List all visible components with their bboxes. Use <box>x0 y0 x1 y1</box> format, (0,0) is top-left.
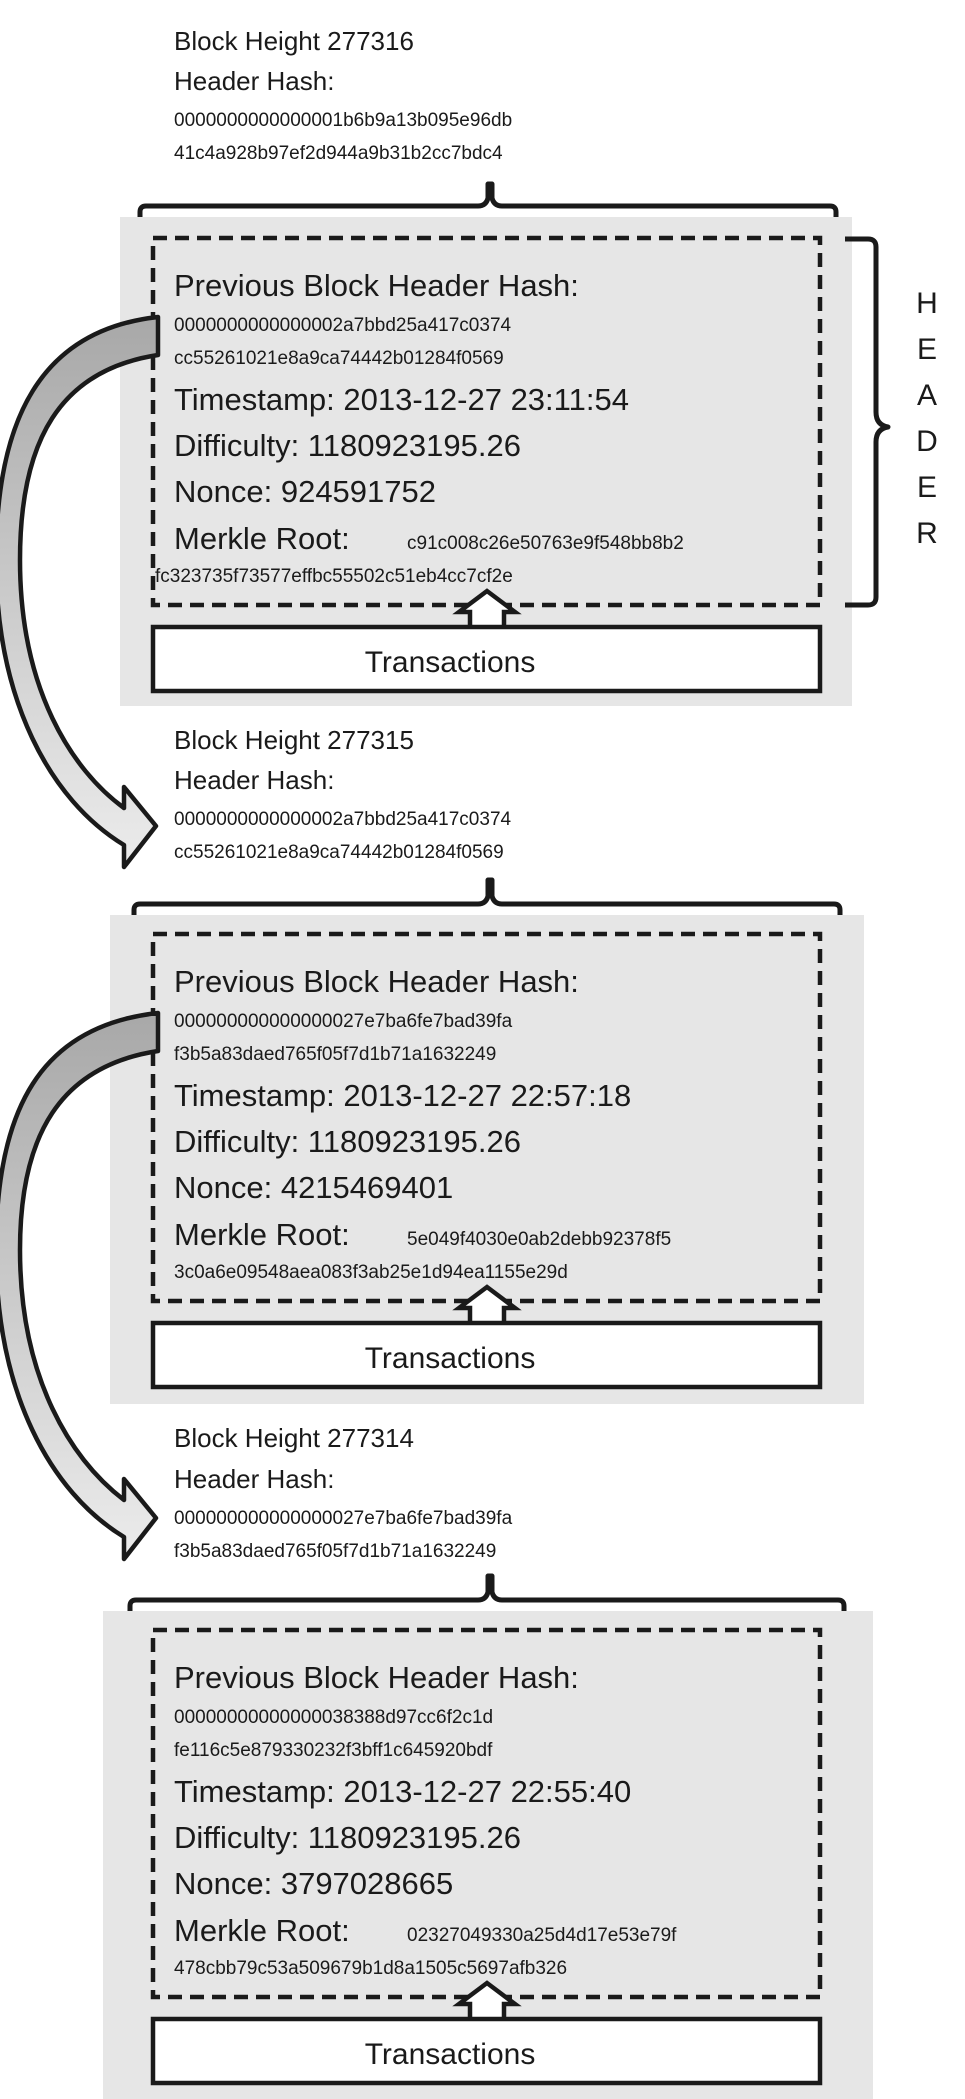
prev-hash-label: Previous Block Header Hash: <box>174 268 579 303</box>
nonce: Nonce: 3797028665 <box>174 1866 453 1901</box>
merkle-root-label: Merkle Root: <box>174 521 350 556</box>
transactions-box <box>150 624 823 694</box>
block-height-label: Block Height 277316 <box>174 26 414 56</box>
header-hash-label: Header Hash: <box>174 765 334 795</box>
link-arrow-1-icon <box>0 314 161 870</box>
merkle-root-line-1: 02327049330a25d4d17e53e79f <box>407 1925 677 1946</box>
prev-hash-line-1: 00000000000000038388d97cc6f2c1d <box>174 1707 493 1728</box>
timestamp: Timestamp: 2013-12-27 22:57:18 <box>174 1078 631 1113</box>
header-letter-5: E <box>917 471 937 504</box>
prev-hash-line-2: f3b5a83daed765f05f7d1b71a1632249 <box>174 1044 496 1065</box>
merkle-root-line-2: 478cbb79c53a509679b1d8a1505c5697afb326 <box>174 1958 567 1979</box>
merkle-up-arrow-icon <box>452 1284 522 1323</box>
block-277314: Block Height 277314 Header Hash: 0000000… <box>103 1423 873 2099</box>
prev-hash-label: Previous Block Header Hash: <box>174 1660 579 1695</box>
transactions-box <box>150 2016 823 2086</box>
timestamp: Timestamp: 2013-12-27 23:11:54 <box>174 382 629 417</box>
transactions-label: Transactions <box>365 646 536 679</box>
merkle-root-label: Merkle Root: <box>174 1217 350 1252</box>
block-brace <box>127 1573 847 1618</box>
merkle-root-line-1: c91c008c26e50763e9f548bb8b2 <box>407 533 684 554</box>
difficulty: Difficulty: 1180923195.26 <box>174 428 521 463</box>
block-277316: Block Height 277316 Header Hash: 0000000… <box>120 26 852 706</box>
header-hash-line-2: cc55261021e8a9ca74442b01284f0569 <box>174 842 504 863</box>
nonce: Nonce: 4215469401 <box>174 1170 453 1205</box>
header-letter-2: E <box>917 333 937 366</box>
header-hash-line-1: 0000000000000002a7bbd25a417c0374 <box>174 809 512 830</box>
difficulty: Difficulty: 1180923195.26 <box>174 1820 521 1855</box>
nonce: Nonce: 924591752 <box>174 474 436 509</box>
transactions-label: Transactions <box>365 1342 536 1375</box>
difficulty: Difficulty: 1180923195.26 <box>174 1124 521 1159</box>
prev-hash-label: Previous Block Header Hash: <box>174 964 579 999</box>
transactions-box <box>150 1320 823 1390</box>
header-hash-label: Header Hash: <box>174 66 334 96</box>
merkle-root-line-1: 5e049f4030e0ab2debb92378f5 <box>407 1229 671 1250</box>
merkle-up-arrow-icon <box>452 1980 522 2019</box>
header-letter-6: R <box>916 517 938 550</box>
merkle-root-line-2: fc323735f73577effbc55502c51eb4cc7cf2e <box>155 566 513 587</box>
header-bracket: H E A D E R <box>845 236 938 608</box>
merkle-root-label: Merkle Root: <box>174 1913 350 1948</box>
header-hash-line-2: f3b5a83daed765f05f7d1b71a1632249 <box>174 1541 496 1562</box>
timestamp: Timestamp: 2013-12-27 22:55:40 <box>174 1774 631 1809</box>
header-letter-3: A <box>917 379 937 412</box>
prev-hash-line-2: cc55261021e8a9ca74442b01284f0569 <box>174 348 504 369</box>
prev-hash-line-2: fe116c5e879330232f3bff1c645920bdf <box>174 1740 493 1761</box>
header-hash-line-1: 000000000000000027e7ba6fe7bad39fa <box>174 1508 513 1529</box>
header-letter-4: D <box>916 425 938 458</box>
merkle-root-line-2: 3c0a6e09548aea083f3ab25e1d94ea1155e29d <box>174 1262 568 1283</box>
merkle-up-arrow-icon <box>452 588 522 627</box>
link-arrow-2-icon <box>0 1010 161 1562</box>
prev-hash-line-1: 000000000000000027e7ba6fe7bad39fa <box>174 1011 513 1032</box>
header-hash-line-2: 41c4a928b97ef2d944a9b31b2cc7bdc4 <box>174 143 503 164</box>
block-277315: Block Height 277315 Header Hash: 0000000… <box>110 725 864 1404</box>
header-letter-1: H <box>916 287 938 320</box>
block-brace <box>137 181 839 224</box>
header-hash-line-1: 0000000000000001b6b9a13b095e96db <box>174 110 512 131</box>
header-hash-label: Header Hash: <box>174 1464 334 1494</box>
block-height-label: Block Height 277314 <box>174 1423 414 1453</box>
transactions-label: Transactions <box>365 2038 536 2071</box>
prev-hash-line-1: 0000000000000002a7bbd25a417c0374 <box>174 315 512 336</box>
block-brace <box>131 877 843 922</box>
block-height-label: Block Height 277315 <box>174 725 414 755</box>
